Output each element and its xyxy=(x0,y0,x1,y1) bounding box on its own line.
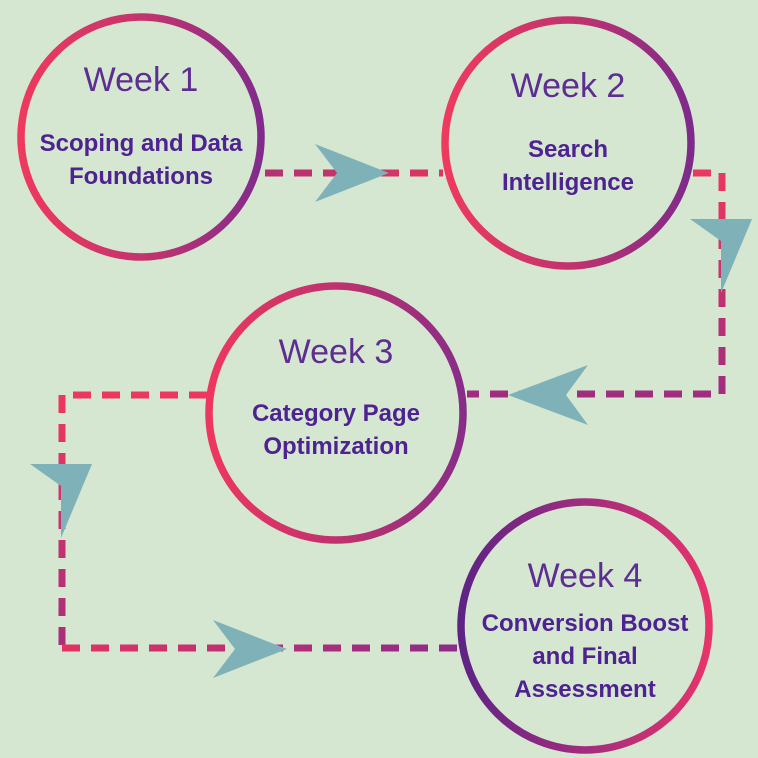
week-3-ring xyxy=(205,282,467,544)
arrow-left-icon xyxy=(508,365,588,425)
arrow-right-icon xyxy=(315,144,389,202)
subtitle-line: Category Page xyxy=(251,399,421,427)
subtitle-line: Conversion Boost xyxy=(481,609,689,637)
arrow-right-icon xyxy=(213,620,287,678)
week-2-ring xyxy=(441,16,695,270)
week-1-ring xyxy=(17,13,265,261)
subtitle-line: Optimization xyxy=(263,432,409,460)
week-3-title: Week 3 xyxy=(278,333,394,371)
subtitle-line: Assessment xyxy=(514,675,656,703)
week-1-subtitle: Scoping and Data Foundations xyxy=(40,127,243,193)
week-4-subtitle: Conversion Boost and Final Assessment xyxy=(482,607,689,706)
week-3-subtitle: Category Page Optimization xyxy=(252,397,420,463)
step-week-2: Week 2 Search Intelligence xyxy=(428,66,708,199)
arrow-down-icon xyxy=(690,219,752,293)
week-4-ring xyxy=(457,498,713,754)
week-2-title: Week 2 xyxy=(510,67,626,105)
subtitle-line: and Final xyxy=(532,642,638,670)
connector-week2-week3 xyxy=(467,169,726,398)
subtitle-line: Scoping and Data xyxy=(39,129,243,157)
subtitle-line: Search xyxy=(527,135,609,163)
subtitle-line: Foundations xyxy=(69,162,213,190)
arrow-down-icon xyxy=(30,464,92,538)
week-2-subtitle: Search Intelligence xyxy=(502,133,634,199)
step-week-4: Week 4 Conversion Boost and Final Assess… xyxy=(445,556,725,706)
step-week-1: Week 1 Scoping and Data Foundations xyxy=(1,60,281,193)
connector-week3-week4-vertical xyxy=(58,391,207,648)
week-1-title: Week 1 xyxy=(83,61,199,99)
step-week-3: Week 3 Category Page Optimization xyxy=(196,332,476,463)
subtitle-line: Intelligence xyxy=(501,168,635,196)
week-4-title: Week 4 xyxy=(527,557,643,595)
